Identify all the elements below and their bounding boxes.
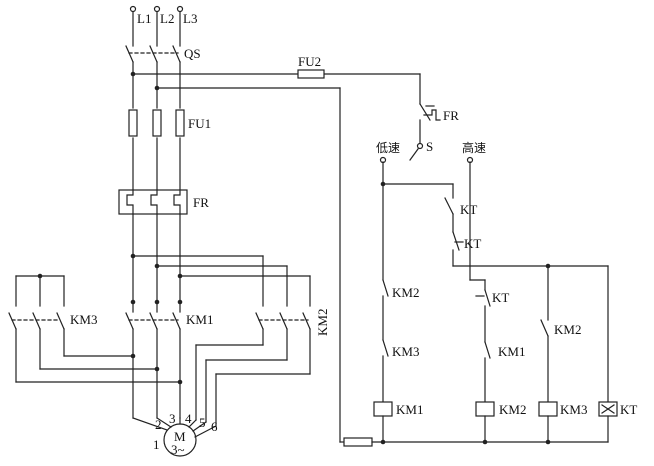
fr-thermal-relay (118, 189, 188, 313)
label-km1-main: KM1 (186, 312, 213, 327)
qs-switch (125, 45, 181, 109)
label-l3: L3 (183, 11, 197, 26)
label-km3-nc: KM3 (392, 344, 419, 359)
km3-main-contacts (8, 273, 181, 383)
label-km2-no: KM2 (554, 322, 581, 337)
label-l1: L1 (137, 11, 151, 26)
km1-main-contacts (125, 312, 181, 419)
km2-main-contacts (195, 312, 311, 427)
label-coil-km2: KM2 (499, 402, 526, 417)
label-coil-km1: KM1 (396, 402, 423, 417)
label-fr-main: FR (193, 195, 209, 210)
terminal-1: 1 (153, 437, 160, 452)
fu2-return-fuse (343, 437, 373, 447)
label-coil-km3: KM3 (560, 402, 587, 417)
km2-nc-contact (382, 279, 389, 341)
label-km2-main: KM2 (315, 309, 330, 336)
terminal-2: 2 (155, 417, 162, 432)
coil-km1 (373, 401, 393, 417)
label-fu2: FU2 (298, 54, 321, 69)
motor-symbol-m: M (174, 429, 186, 444)
kt-contacts (444, 183, 464, 267)
terminal-3: 3 (169, 411, 176, 426)
label-kt-c: KT (492, 290, 509, 305)
label-l2: L2 (160, 11, 174, 26)
label-kt-a: KT (460, 202, 477, 217)
fu2-fuse (297, 69, 325, 79)
motor (132, 417, 217, 457)
label-low-speed: 低速 (376, 141, 400, 155)
label-qs: QS (184, 46, 201, 61)
terminal-4: 4 (185, 411, 192, 426)
coil-km2 (475, 401, 495, 417)
coil-km3 (538, 401, 558, 417)
label-coil-kt: KT (620, 402, 637, 417)
label-fr-ctrl: FR (443, 108, 459, 123)
label-fu1: FU1 (188, 116, 211, 131)
coil-kt (598, 401, 618, 417)
label-high-speed: 高速 (462, 140, 486, 155)
label-kt-b: KT (464, 236, 481, 251)
fu1-fuses (128, 109, 185, 191)
supply-terminals (129, 5, 184, 47)
label-km1-nc: KM1 (498, 344, 525, 359)
terminal-6: 6 (211, 419, 218, 434)
label-km3-main: KM3 (70, 312, 97, 327)
label-km2-nc: KM2 (392, 285, 419, 300)
motor-symbol-phase: 3~ (171, 442, 185, 457)
label-s: S (426, 139, 433, 154)
fr-nc-contact (416, 73, 441, 150)
terminal-5: 5 (199, 415, 206, 430)
km3-nc-contact (382, 339, 389, 403)
